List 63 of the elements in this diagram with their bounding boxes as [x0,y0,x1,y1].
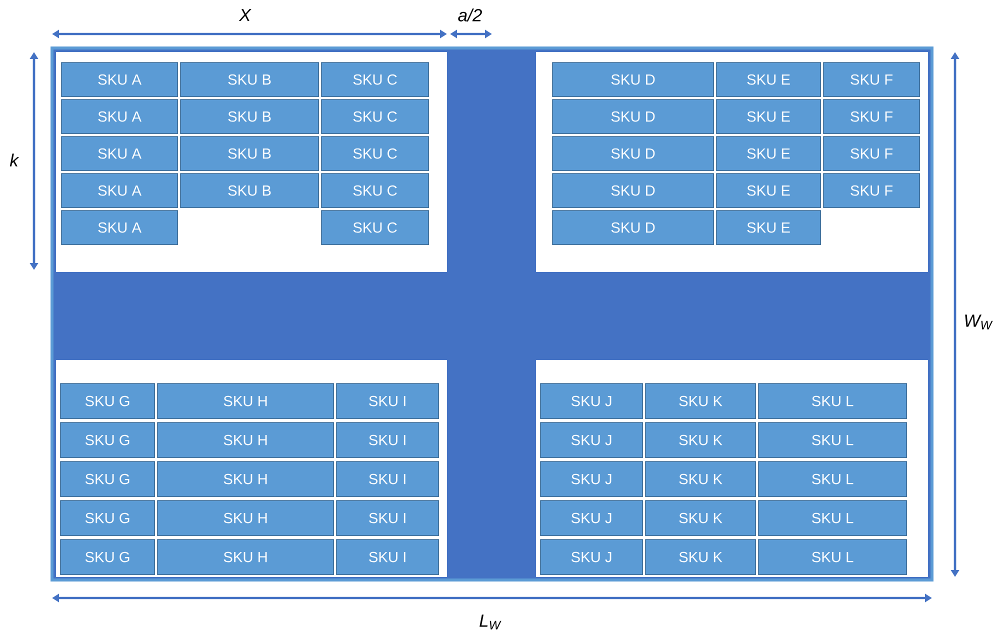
sku-box: SKU A [61,210,178,245]
sku-box: SKU J [540,539,644,575]
sku-box: SKU L [758,539,908,575]
sku-box: SKU I [336,461,440,497]
sku-box: SKU F [823,136,920,171]
sku-box: SKU F [823,99,920,134]
sku-box: SKU J [540,422,644,458]
sku-box: SKU H [157,539,334,575]
sku-box: SKU B [180,99,319,134]
sku-box: SKU C [321,62,430,97]
sku-box: SKU K [645,500,756,536]
sku-box: SKU J [540,500,644,536]
sku-box: SKU L [758,461,908,497]
sku-box: SKU C [321,210,430,245]
dimension-label: X [238,8,252,22]
sku-box: SKU E [716,136,822,171]
sku-box: SKU D [552,99,714,134]
sku-box: SKU F [823,173,920,208]
sku-box: SKU H [157,500,334,536]
sku-box: SKU C [321,99,430,134]
sku-box: SKU E [716,210,822,245]
sku-box: SKU D [552,210,714,245]
sku-box: SKU C [321,136,430,171]
sku-box: SKU E [716,173,822,208]
dimension-label: k [10,154,20,166]
sku-box: SKU G [60,422,155,458]
sku-box: SKU L [758,422,908,458]
sku-box: SKU H [157,422,334,458]
sku-box: SKU L [758,500,908,536]
sku-box: SKU K [645,383,756,419]
sku-box: SKU G [60,500,155,536]
sku-box: SKU I [336,500,440,536]
sku-box: SKU G [60,461,155,497]
sku-box: SKU E [716,62,822,97]
sku-box: SKU A [61,173,178,208]
sku-box: SKU C [321,173,430,208]
sku-box: SKU G [60,539,155,575]
sku-box: SKU A [61,136,178,171]
sku-box: SKU B [180,136,319,171]
sku-box: SKU D [552,136,714,171]
dimension-label: L$_{W}$ [480,614,502,630]
sku-box: SKU H [157,461,334,497]
sku-box: SKU E [716,99,822,134]
sku-box: SKU F [823,62,920,97]
sku-box: SKU I [336,539,440,575]
dimension-label: W$_{W}$ [965,314,993,330]
sku-box: SKU B [180,173,319,208]
sku-box: SKU B [180,62,319,97]
sku-box: SKU I [336,383,440,419]
dimension-label: a/2 [458,8,482,22]
sku-box: SKU J [540,461,644,497]
sku-box: SKU K [645,539,756,575]
sku-box: SKU A [61,62,178,97]
sku-box: SKU I [336,422,440,458]
sku-box: SKU D [552,173,714,208]
sku-box: SKU L [758,383,908,419]
sku-box: SKU G [60,383,155,419]
sku-box: SKU A [61,99,178,134]
sku-box: SKU J [540,383,644,419]
sku-box: SKU H [157,383,334,419]
sku-box: SKU K [645,422,756,458]
sku-box: SKU D [552,62,714,97]
sku-box: SKU K [645,461,756,497]
